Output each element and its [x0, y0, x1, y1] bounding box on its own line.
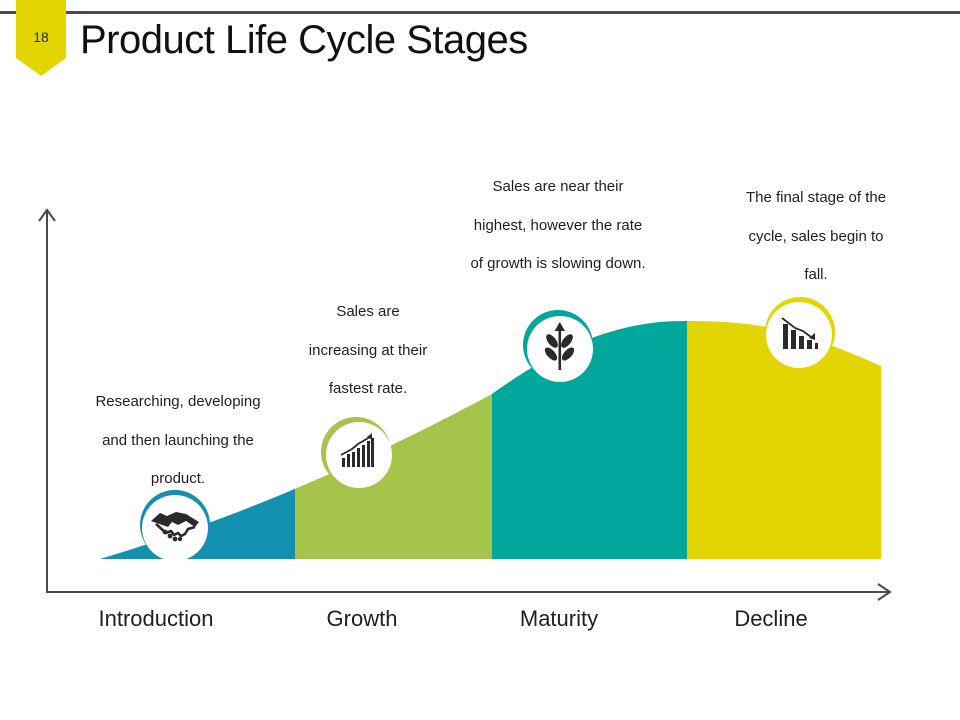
growth-icon-circle — [321, 417, 392, 488]
stage-label-decline: Decline — [734, 606, 808, 631]
y-axis — [38, 208, 56, 593]
maturity-description-line: Sales are near their — [492, 178, 624, 195]
introduction-description: Researching, developing and then launchi… — [78, 383, 278, 499]
slide-title: Product Life Cycle Stages — [80, 18, 528, 62]
growth-description-line: fastest rate. — [328, 380, 408, 397]
introduction-description-line: Researching, developing — [95, 393, 261, 410]
declining-bar-chart-icon — [781, 317, 818, 349]
growth-description-line: Sales are — [336, 303, 400, 320]
growth-description: Sales are increasing at their fastest ra… — [268, 293, 468, 409]
page-number: 18 — [33, 29, 49, 45]
maturity-description: Sales are near their highest, however th… — [448, 168, 668, 284]
page-number-badge — [16, 0, 66, 76]
rising-bar-chart-icon — [340, 433, 374, 467]
introduction-description-line: and then launching the — [102, 431, 254, 449]
maturity-icon-circle — [523, 310, 593, 382]
handshake-icon — [151, 512, 199, 542]
maturity-description-line: highest, however the rate — [473, 216, 643, 234]
decline-icon-circle — [765, 297, 835, 368]
decline-description-line: The final stage of the — [745, 189, 887, 206]
decline-description-line: cycle, sales begin to — [748, 227, 884, 245]
introduction-description-line: product. — [150, 470, 206, 487]
growing-plant-icon — [544, 322, 575, 370]
top-rule — [0, 11, 960, 14]
x-axis — [46, 583, 892, 601]
stage-label-introduction: Introduction — [98, 606, 214, 631]
introduction-icon-circle — [140, 490, 210, 561]
growth-description-line: increasing at their — [308, 341, 428, 359]
stage-label-maturity: Maturity — [519, 606, 599, 631]
decline-description: The final stage of the cycle, sales begi… — [716, 179, 916, 295]
stage-label-growth: Growth — [326, 606, 398, 631]
decline-description-line: fall. — [804, 266, 828, 283]
maturity-description-line: of growth is slowing down. — [470, 255, 646, 272]
